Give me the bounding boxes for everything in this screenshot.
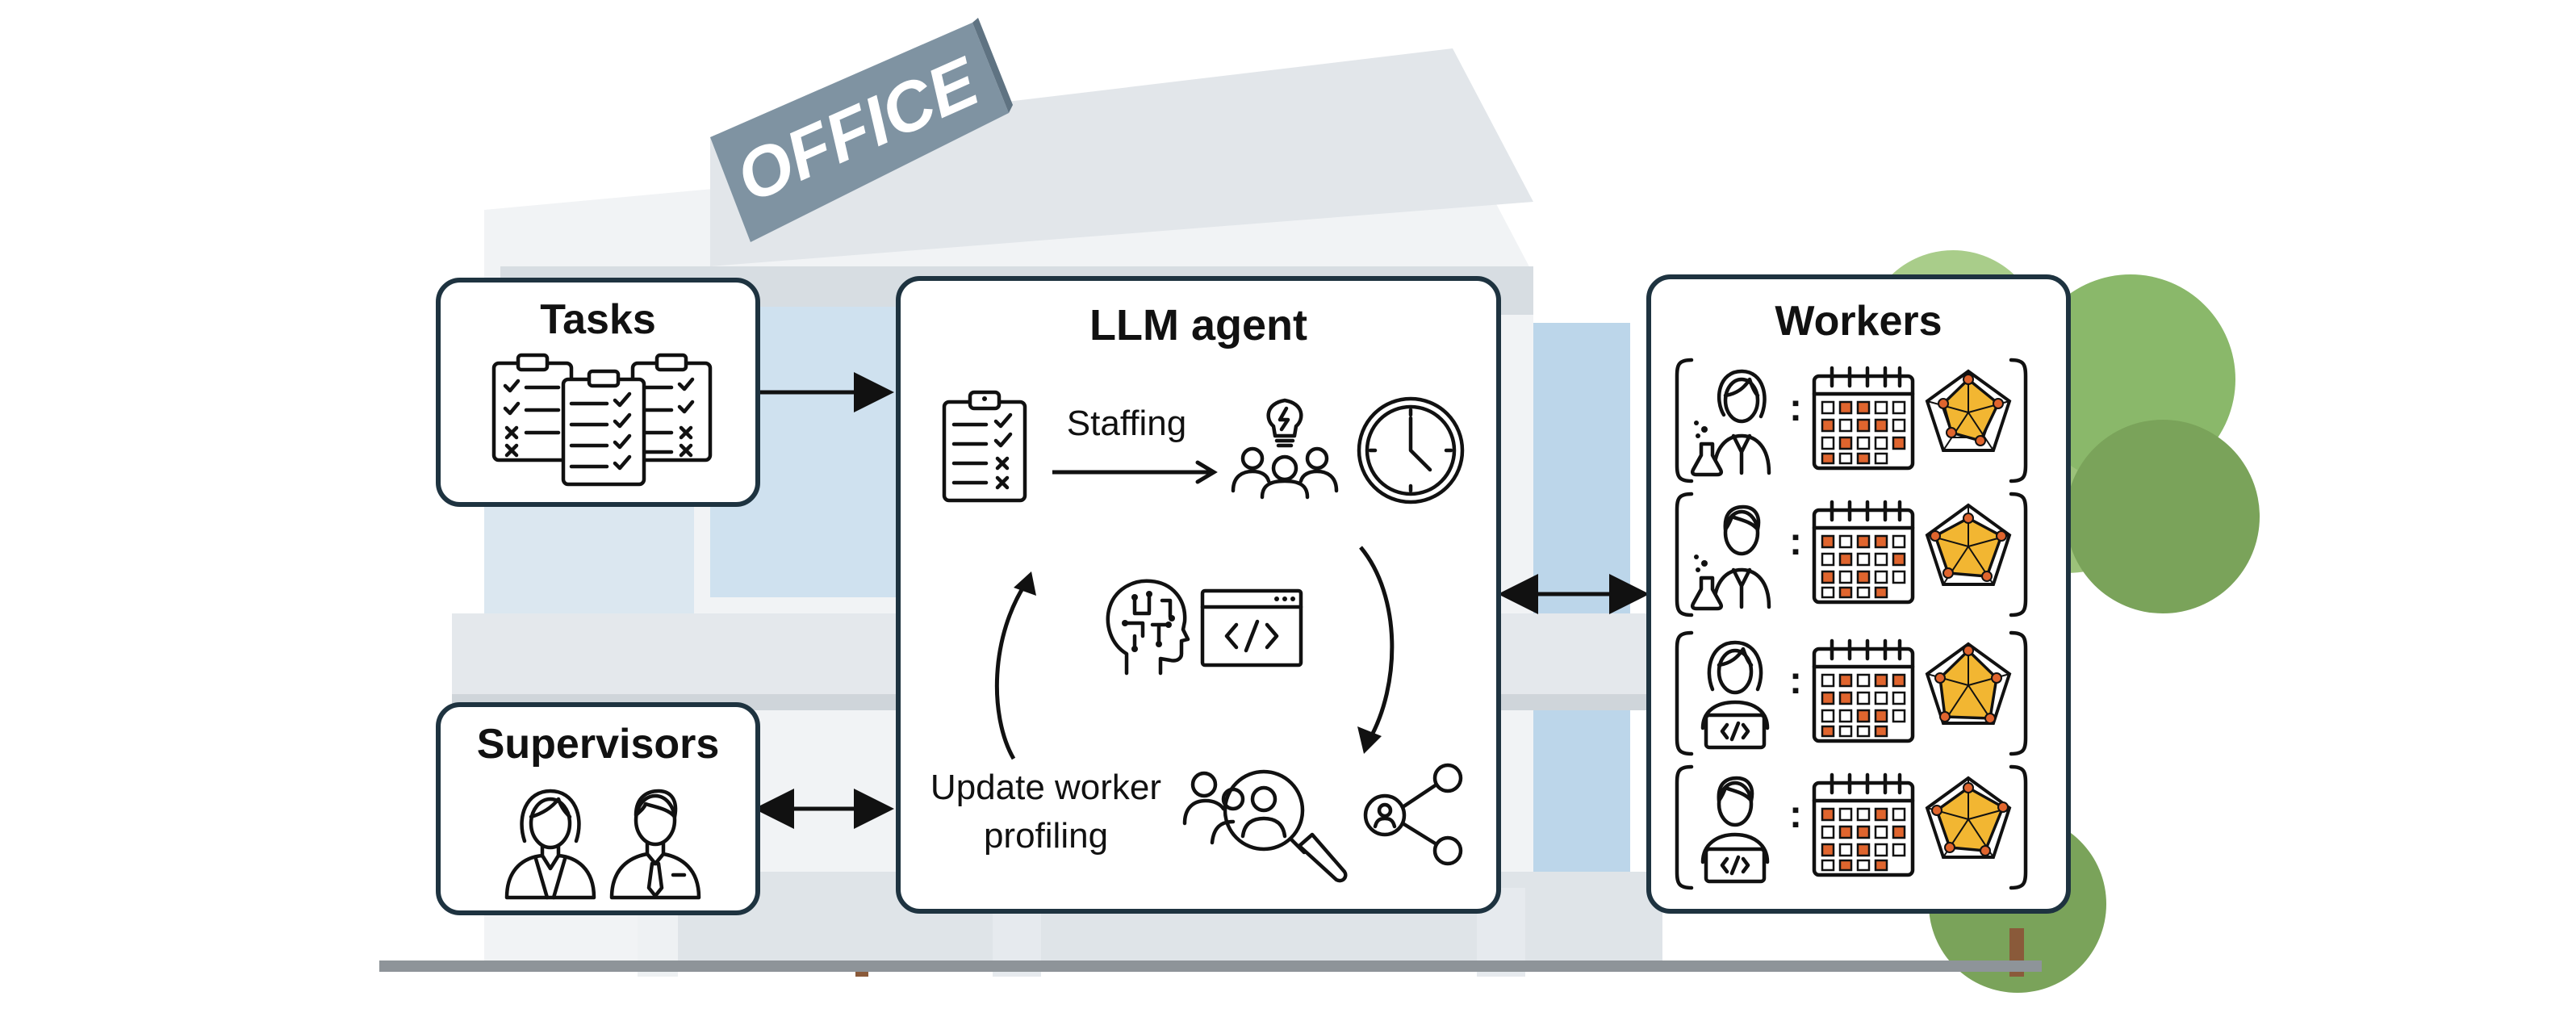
developer-female-icon	[1700, 640, 1770, 750]
user-network-icon	[1363, 763, 1463, 866]
row-brackets	[1675, 630, 2028, 756]
developer-male-icon	[1700, 776, 1770, 884]
calendar-icon	[1812, 500, 1915, 605]
calendar-icon	[1812, 638, 1915, 743]
supervisors-title: Supervisors	[476, 721, 720, 768]
worker-row: :	[1674, 764, 2029, 891]
team-idea-icon	[1231, 398, 1339, 500]
worker-row: :	[1674, 630, 2029, 757]
worker-separator: :	[1789, 793, 1802, 836]
supervisors-box: Supervisors	[436, 702, 760, 915]
female-supervisor-icon	[504, 789, 596, 900]
calendar-icon	[1812, 772, 1915, 877]
code-window-icon	[1200, 588, 1303, 668]
skill-radar-icon	[1925, 642, 2012, 725]
tasks-title: Tasks	[540, 296, 656, 343]
clock-icon	[1357, 396, 1465, 504]
workers-box: Workers :	[1646, 274, 2071, 914]
refine-loop-arrows	[994, 546, 1395, 760]
agent-title: LLM agent	[1089, 301, 1307, 349]
update-worker-profiling-label: Update worker profiling	[930, 768, 1162, 856]
tasks-box: Tasks	[436, 278, 760, 507]
workers-title: Workers	[1775, 298, 1942, 345]
ai-brain-icon	[1106, 579, 1190, 676]
calendar-icon	[1812, 366, 1915, 471]
scientist-female-icon	[1690, 369, 1771, 477]
worker-row: :	[1674, 357, 2029, 484]
male-supervisor-icon	[609, 789, 701, 900]
worker-separator: :	[1789, 387, 1802, 429]
worker-separator: :	[1789, 659, 1802, 702]
row-brackets	[1675, 492, 2028, 617]
worker-separator: :	[1789, 521, 1802, 563]
clipboard-checklist-icon	[942, 390, 1027, 503]
skill-radar-icon	[1925, 776, 2012, 859]
row-brackets	[1675, 358, 2028, 483]
clipboard-checklist-icon	[491, 353, 713, 487]
llm-agent-box: LLM agent Staffing	[896, 276, 1501, 914]
worker-row: :	[1674, 491, 2029, 618]
scientist-male-icon	[1690, 504, 1771, 611]
skill-radar-icon	[1925, 503, 2012, 586]
staffing-label: Staffing	[1066, 404, 1187, 443]
row-brackets	[1675, 764, 2028, 890]
skill-radar-icon	[1925, 369, 2012, 452]
staffing-arrow	[1052, 460, 1218, 484]
people-search-icon	[1182, 769, 1348, 883]
